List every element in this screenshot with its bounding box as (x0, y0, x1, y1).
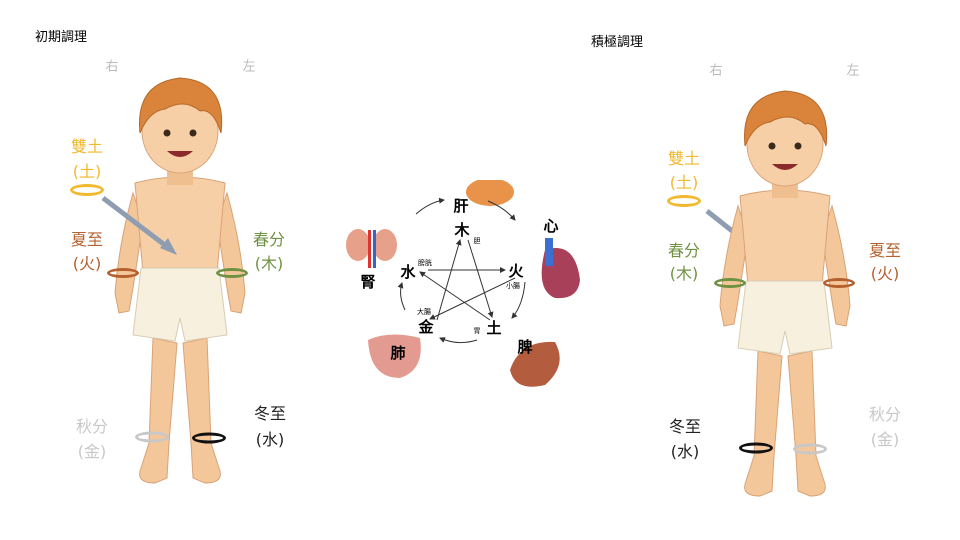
water-ankleband (192, 432, 226, 444)
earth-ring (667, 195, 701, 207)
chun-fen-label: 春分 (667, 241, 701, 260)
fu-bladder: 膀胱 (418, 258, 432, 267)
kidney-image-right (373, 229, 397, 261)
boy-figure-right (710, 86, 860, 510)
organ-kidney: 腎 (360, 273, 375, 291)
qiu-fen-element: (金) (77, 442, 107, 461)
fu-small-intestine: 小腸 (506, 281, 520, 290)
earth-ring (70, 184, 104, 196)
arrow-left-head (160, 238, 177, 255)
fu-stomach: 胃 (474, 327, 481, 335)
left-side-label: 左 (242, 59, 256, 75)
xia-zhi-label: 夏至 (70, 230, 104, 249)
left-panel-title: 初期調理 (35, 30, 88, 45)
shuang-tu-element: (土) (669, 173, 699, 192)
right-side-label: 右 (105, 59, 119, 75)
element-earth: 土 (486, 319, 501, 337)
chun-fen-element: (木) (254, 254, 284, 273)
left-side-label: 左 (846, 63, 860, 79)
dong-zhi-element: (水) (670, 442, 700, 461)
element-metal: 金 (417, 318, 434, 336)
shuang-tu-label: 雙土 (667, 149, 701, 168)
right-panel-title: 積極調理 (591, 35, 644, 50)
shuang-tu-element: (土) (72, 162, 102, 181)
dong-zhi-label: 冬至 (668, 417, 702, 436)
five-elements-diagram: 肝 木 胆 心 火 小腸 水 膀胱 腎 金 大腸 土 胃 肺 脾 (346, 180, 580, 387)
boy-illustration (719, 90, 851, 497)
kidney-image-left (346, 229, 370, 261)
dong-zhi-element: (水) (255, 430, 285, 449)
lung-image (368, 334, 421, 378)
organ-spleen: 脾 (517, 338, 532, 356)
generating-cycle-arrows (397, 197, 526, 344)
fu-gallbladder: 胆 (474, 237, 481, 245)
metal-ankleband (793, 443, 827, 455)
xia-zhi-label: 夏至 (868, 241, 902, 260)
controlling-cycle-arrows (419, 239, 516, 321)
right-side-label: 右 (709, 63, 723, 79)
element-fire: 火 (508, 262, 524, 280)
qiu-fen-element: (金) (870, 430, 900, 449)
fu-large-intestine: 大腸 (417, 307, 431, 316)
chun-fen-label: 春分 (252, 230, 286, 249)
wood-wristband (714, 278, 746, 288)
liver-image (466, 180, 514, 206)
element-water: 水 (400, 263, 416, 281)
organ-lung: 肺 (390, 344, 405, 362)
shuang-tu-label: 雙土 (70, 137, 104, 156)
xia-zhi-element: (火) (870, 264, 900, 283)
metal-ankleband (135, 431, 169, 443)
xia-zhi-element: (火) (72, 254, 102, 273)
organ-heart: 心 (543, 217, 558, 235)
arrow-left-shaft (101, 196, 172, 251)
qiu-fen-label: 秋分 (75, 417, 109, 436)
element-wood: 木 (453, 221, 470, 239)
dong-zhi-label: 冬至 (253, 404, 287, 423)
wood-wristband (216, 268, 248, 278)
water-ankleband (739, 442, 773, 454)
chun-fen-element: (木) (669, 264, 699, 283)
organ-liver: 肝 (453, 197, 468, 215)
qiu-fen-label: 秋分 (868, 405, 902, 424)
spleen-image (510, 341, 560, 387)
fire-wristband (823, 278, 855, 288)
fire-wristband (107, 268, 139, 278)
